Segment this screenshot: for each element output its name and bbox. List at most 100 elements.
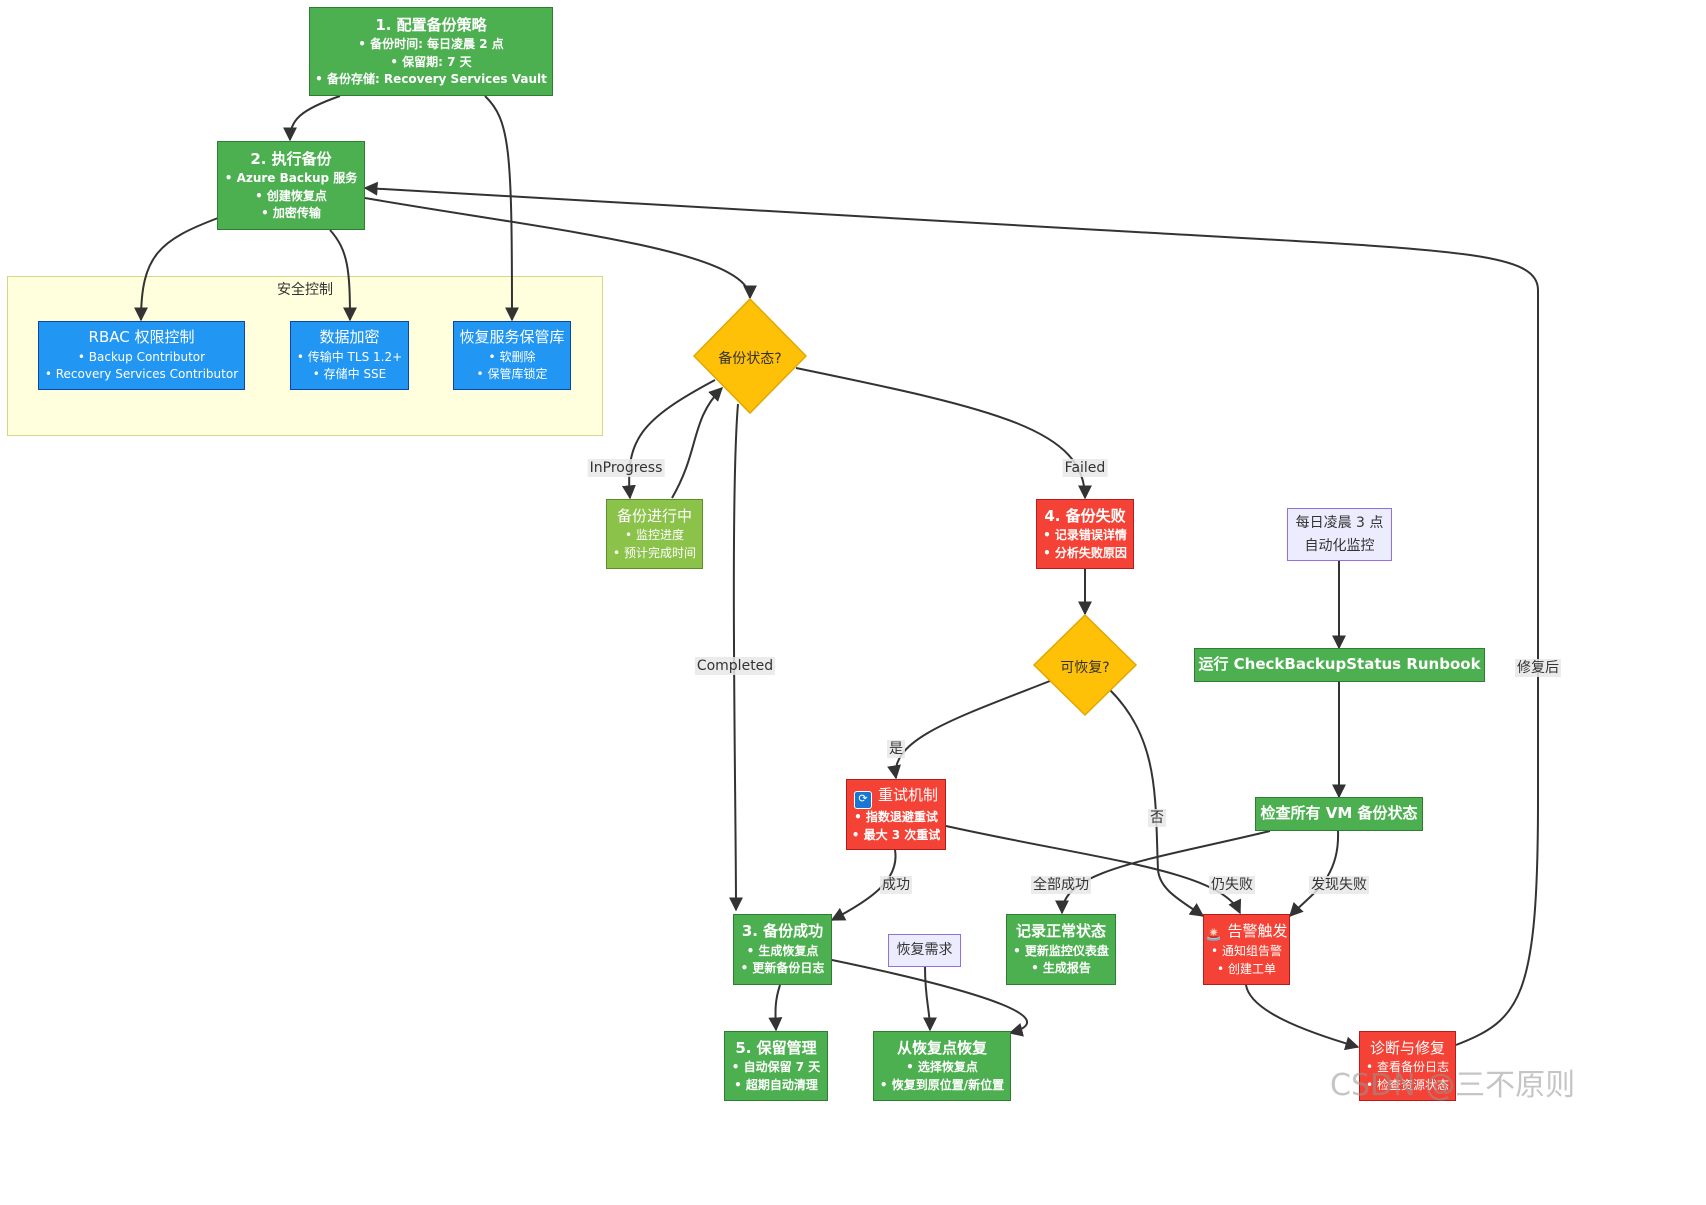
edge-retry-alert [945,825,1242,915]
edge-n1-n2 [283,95,341,142]
node-title: 运行 CheckBackupStatus Runbook [1198,655,1481,674]
node-line: • 软删除 [488,349,536,364]
edge-recover-retry [887,680,1051,780]
node-line: • 检查资源状态 [1366,1077,1449,1092]
node-line: • 预计完成时间 [613,545,696,560]
edge-status-inprog [621,379,716,500]
edge-label-after-fix: 修复后 [1515,659,1561,677]
node-retry: ⟳ 重试机制 • 指数退避重试 • 最大 3 次重试 [846,779,946,850]
edge-status-success [728,403,743,912]
node-title: 从恢复点恢复 [896,1038,987,1057]
node-title: 重试机制 [877,786,938,805]
security-cluster-title: 安全控制 [277,282,333,298]
edge-status-fail [795,367,1092,500]
node-line: • 创建恢复点 [255,188,327,203]
edge-label-inprogress: InProgress [587,459,665,477]
alarm-icon: 🚨 [1205,927,1222,943]
edge-need-restore [922,966,937,1032]
edge-success-restore [831,959,1029,1037]
node-title: 告警触发 [1227,922,1288,941]
node-title: 检查所有 VM 备份状态 [1260,804,1418,823]
node-title: 诊断与修复 [1369,1038,1445,1057]
node-retention: 5. 保留管理 • 自动保留 7 天 • 超期自动清理 [724,1031,828,1101]
node-title-row: 🚨 告警触发 [1205,921,1287,943]
node-line: • 监控进度 [625,528,684,543]
note-text: 自动化监控 [1304,537,1375,554]
note-text: 每日凌晨 3 点 [1295,515,1384,532]
edge-retry-success [830,849,897,921]
edge-diag-n2 [363,181,1539,1046]
edge-label-found-fail: 发现失败 [1309,876,1369,894]
node-title: 记录正常状态 [1015,922,1106,941]
note-text: 恢复需求 [896,942,953,959]
edge-label-still-fail: 仍失败 [1209,876,1255,894]
node-title: 3. 备份成功 [741,922,824,941]
node-rbac: RBAC 权限控制 • Backup Contributor • Recover… [38,321,245,390]
node-line: • 存储中 SSE [312,367,387,382]
node-title: 备份进行中 [616,506,692,525]
node-line: • 传输中 TLS 1.2+ [296,349,403,364]
edge-n1-vault [484,95,519,322]
watermark: CSDN @三不原则 [1330,1068,1576,1103]
node-backup-failed: 4. 备份失败 • 记录错误详情 • 分析失败原因 [1036,499,1134,569]
edge-label-completed: Completed [694,657,776,675]
node-line: • Azure Backup 服务 [224,171,358,186]
node-line: • 备份时间: 每日凌晨 2 点 [358,37,504,52]
retry-icon: ⟳ [853,791,872,810]
node-line: • 生成恢复点 [746,943,819,958]
status-decision-shape [692,297,808,415]
node-line: • 自动保留 7 天 [731,1060,821,1075]
node-execute-backup: 2. 执行备份 • Azure Backup 服务 • 创建恢复点 • 加密传输 [217,141,365,230]
recover-decision-shape [1032,613,1138,717]
node-line: • 查看备份日志 [1366,1060,1449,1075]
edge-label-all-success: 全部成功 [1031,876,1091,894]
node-line: • 超期自动清理 [734,1077,818,1092]
node-line: • 备份存储: Recovery Services Vault [315,72,547,87]
node-runbook: 运行 CheckBackupStatus Runbook [1194,648,1485,682]
node-title: 恢复服务保管库 [459,328,565,347]
node-line: • Backup Contributor [77,349,206,364]
node-line: • 更新备份日志 [740,961,825,976]
node-line: • 更新监控仪表盘 [1013,943,1109,958]
node-encryption: 数据加密 • 传输中 TLS 1.2+ • 存储中 SSE [290,321,409,390]
node-line: • 保管库锁定 [476,367,548,382]
node-in-progress: 备份进行中 • 监控进度 • 预计完成时间 [606,499,703,569]
edge-success-retain [768,984,783,1032]
note-schedule: 每日凌晨 3 点 自动化监控 [1287,508,1392,561]
note-restore-need: 恢复需求 [888,934,961,967]
node-line: • 加密传输 [261,206,321,221]
edge-checkall-alert [1289,830,1340,918]
edge-checkall-normal [1055,830,1271,915]
node-line: • 最大 3 次重试 [851,827,941,842]
edge-n2-status [364,197,757,300]
node-title-row: ⟳ 重试机制 [853,785,938,810]
edge-n2-enc [329,229,357,322]
recover-decision: 可恢复? [1060,660,1110,676]
node-diagnose: 诊断与修复 • 查看备份日志 • 检查资源状态 [1359,1031,1456,1101]
status-decision: 备份状态? [718,351,782,367]
node-vault: 恢复服务保管库 • 软删除 • 保管库锁定 [453,321,571,390]
node-title: 1. 配置备份策略 [375,15,487,34]
node-title: 4. 备份失败 [1044,506,1126,525]
node-title: 5. 保留管理 [735,1038,817,1057]
node-title: 2. 执行备份 [250,149,332,168]
node-line: • 指数退避重试 [854,810,938,825]
edge-label-no: 否 [1148,809,1166,827]
node-record-normal: 记录正常状态 • 更新监控仪表盘 • 生成报告 [1006,914,1116,985]
edge-label-yes: 是 [887,740,905,758]
edge-alert-diag [1245,984,1360,1051]
node-alert: 🚨告警触发 • 通知组告警 • 创建工单 [1203,914,1290,985]
node-line: • 记录错误详情 [1043,528,1127,543]
node-restore: 从恢复点恢复 • 选择恢复点 • 恢复到原位置/新位置 [873,1031,1011,1101]
node-backup-success: 3. 备份成功 • 生成恢复点 • 更新备份日志 [733,914,832,985]
node-configure-policy: 1. 配置备份策略 • 备份时间: 每日凌晨 2 点 • 保留期: 7 天 • … [309,7,553,96]
node-line: • 通知组告警 [1211,944,1282,959]
node-line: • 恢复到原位置/新位置 [879,1077,1005,1092]
edge-label-success: 成功 [880,876,912,894]
edge-n2-rbac [134,217,219,322]
node-line: • 生成报告 [1031,961,1091,976]
edge-inprog-status [671,387,723,499]
node-line: • 分析失败原因 [1043,545,1127,560]
node-title: RBAC 权限控制 [88,328,195,347]
node-line: • 选择恢复点 [906,1060,978,1075]
